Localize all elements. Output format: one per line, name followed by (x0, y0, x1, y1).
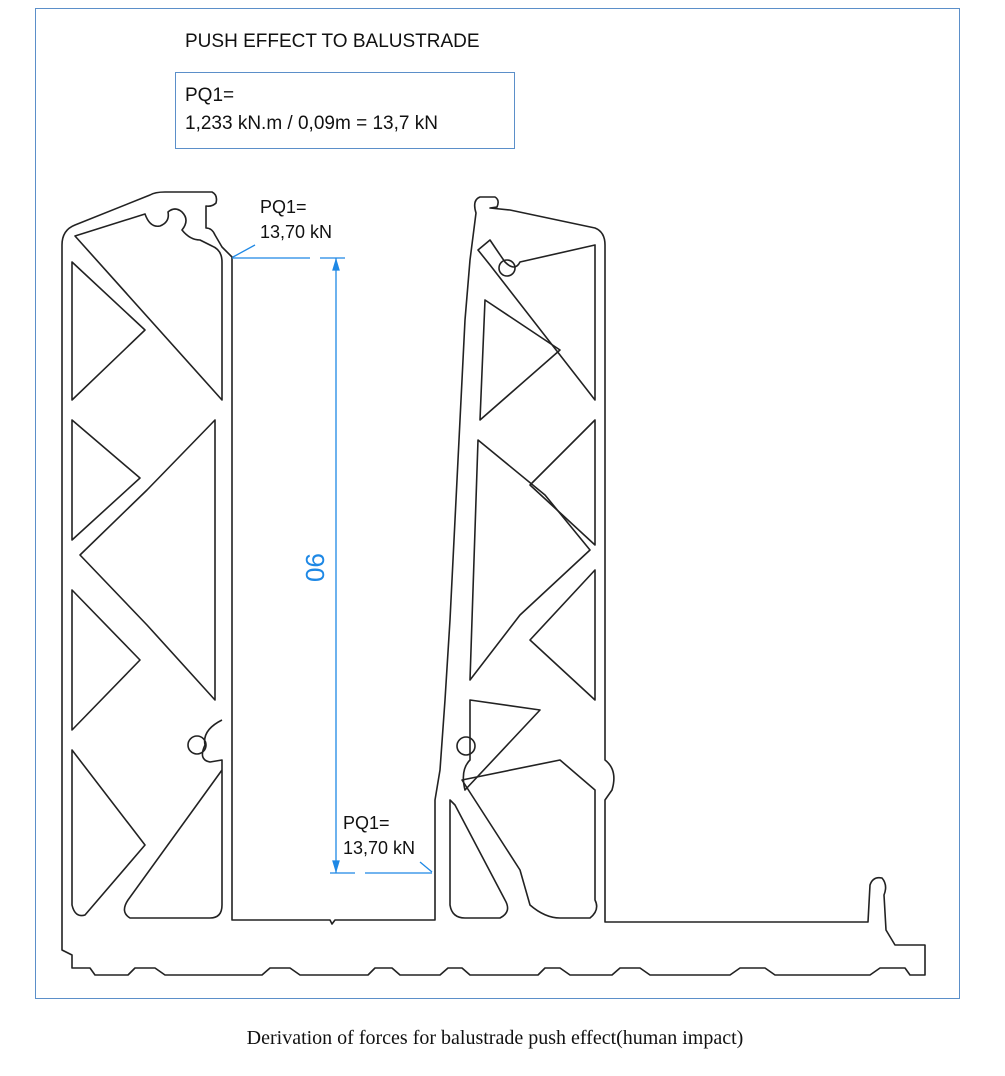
arrowhead-top (332, 257, 340, 271)
leader-bottom (419, 861, 433, 873)
inner-cell-left-6 (123, 719, 223, 919)
bottom-force-line-1: PQ1= (343, 813, 390, 833)
screw-port (187, 735, 207, 755)
inner-cell-right-2 (529, 419, 596, 546)
top-force-label: PQ1= 13,70 kN (260, 195, 332, 245)
inner-cell-left-2 (71, 419, 141, 541)
dimension-label: 90 (299, 553, 330, 582)
formula-line-2: 1,233 kN.m / 0,09m = 13,7 kN (185, 113, 438, 134)
leader-top (232, 244, 256, 258)
inner-cell-right-1 (479, 299, 561, 421)
profile-outline (61, 191, 926, 976)
inner-cell-left-1 (71, 261, 146, 401)
figure-caption: Derivation of forces for balustrade push… (246, 1027, 744, 1049)
bottom-force-line-2: 13,70 kN (343, 838, 416, 858)
bottom-force-label: PQ1= 13,70 kN (343, 811, 415, 861)
inner-cell-bottom-1 (449, 799, 509, 919)
inner-cell-left-3 (79, 419, 216, 701)
inner-cell-left-5 (71, 749, 146, 917)
drawing-title: PUSH EFFECT TO BALUSTRADE (185, 31, 480, 52)
arrowhead-bottom (332, 860, 340, 874)
inner-cell-top-left (74, 208, 223, 401)
top-force-line-1: PQ1= (260, 197, 307, 217)
dimension-lines (232, 244, 433, 874)
top-force-line-2: 13,70 kN (260, 222, 333, 242)
formula-line-1: PQ1= (185, 85, 235, 106)
inner-cell-right-top (477, 239, 596, 401)
inner-cell-right-5 (462, 699, 541, 791)
inner-cell-left-4 (71, 589, 141, 731)
inner-cell-right-4 (529, 569, 596, 701)
inner-cell-bottom-2 (461, 759, 598, 919)
drawing-frame (35, 8, 960, 999)
screw-port (456, 736, 476, 756)
screw-port (498, 259, 516, 277)
inner-cell-right-3 (469, 439, 591, 681)
formula-box: PQ1= 1,233 kN.m / 0,09m = 13,7 kN (175, 72, 515, 149)
